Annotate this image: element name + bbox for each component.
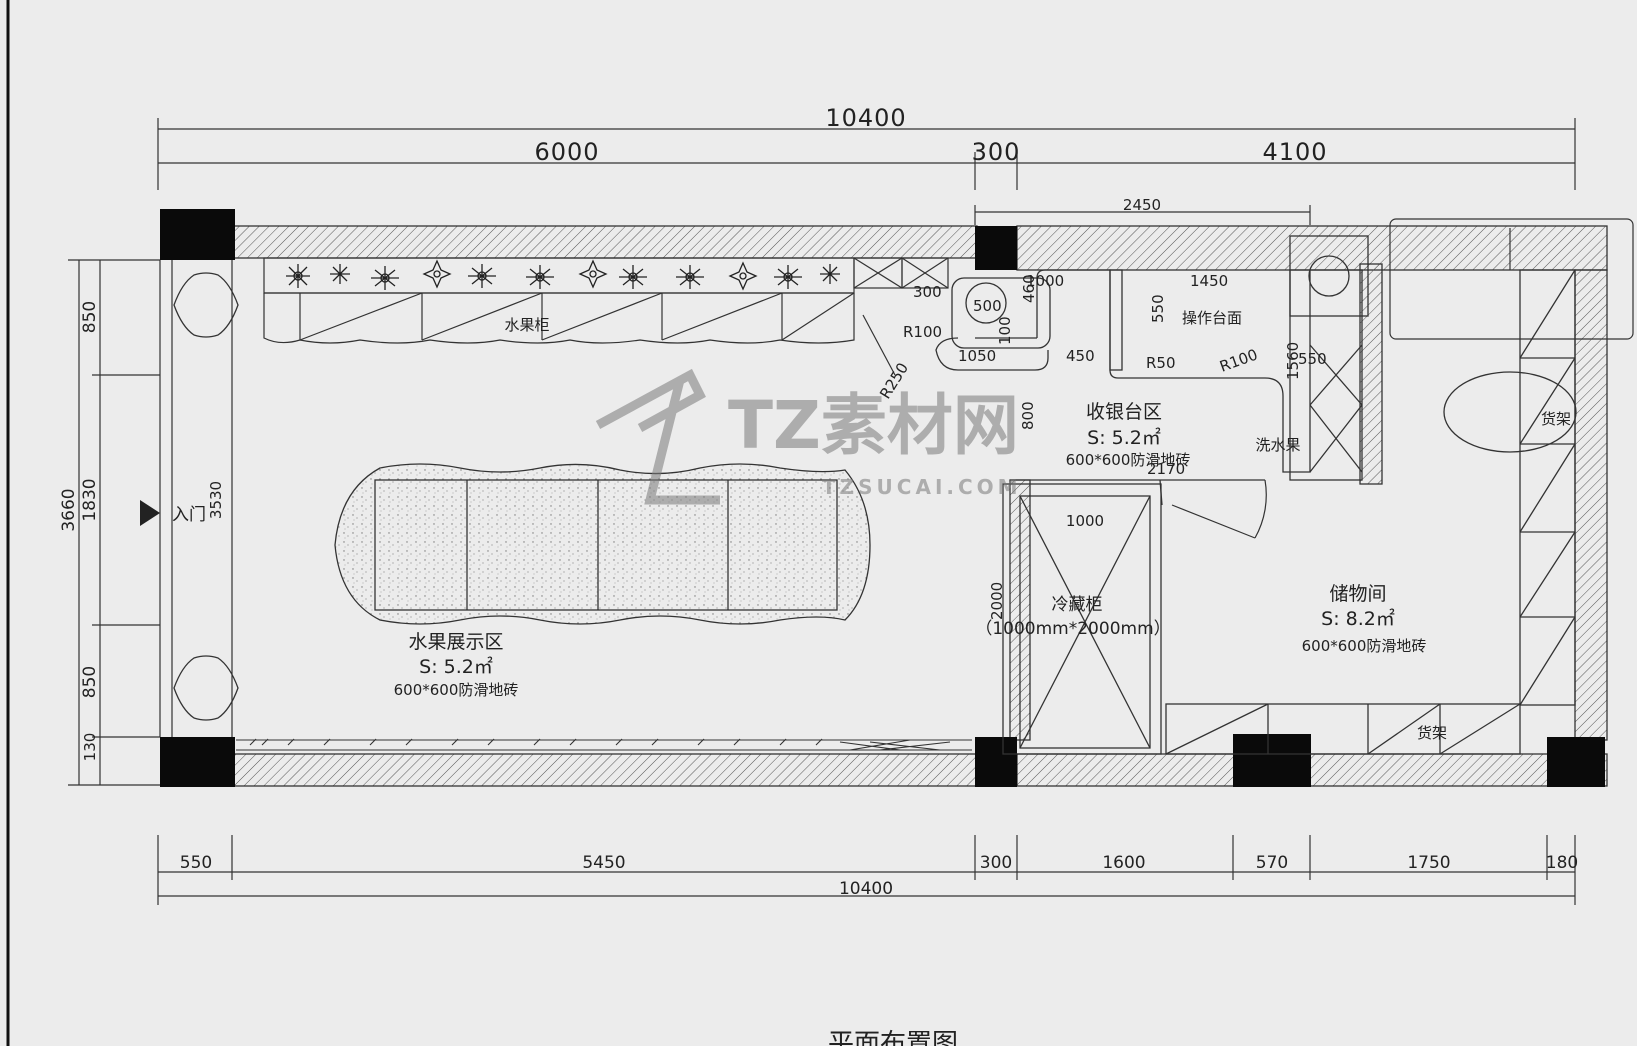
storage-room-name: 储物间 [1329, 583, 1386, 605]
dim-left-850a: 850 [80, 301, 100, 333]
watermark-brand: TZ素材网 [728, 387, 1019, 464]
label-cold-cabinet: 冷藏柜 [1052, 595, 1103, 615]
dim-bottom-300: 300 [980, 853, 1012, 873]
ann-800: 800 [1019, 401, 1037, 430]
ann-100: 100 [996, 316, 1014, 345]
display-room-name: 水果展示区 [408, 631, 503, 653]
entrance-pillar-top [173, 272, 239, 338]
storage-room-area: S: 8.2㎡ [1321, 607, 1395, 630]
ann-r100a: R100 [903, 323, 942, 341]
left-dimensions [68, 259, 160, 786]
ann-500: 500 [973, 297, 1002, 315]
dim-left-130: 130 [81, 733, 99, 762]
fruit-display-island [334, 463, 871, 625]
ann-r100b: R100 [1217, 345, 1260, 375]
label-entrance: 入门 [172, 505, 206, 525]
dim-top-total: 10400 [825, 104, 906, 132]
structural-columns [160, 209, 1605, 787]
dim-bottom-1600: 1600 [1102, 853, 1145, 873]
label-cold-size: （1000mm*2000mm） [975, 619, 1170, 639]
label-shelf-right: 货架 [1541, 410, 1571, 428]
storage-door [1171, 479, 1267, 539]
ann-450: 450 [1066, 347, 1095, 365]
ann-2170: 2170 [1147, 460, 1185, 478]
dim-left-1830: 1830 [80, 478, 100, 521]
cashier-room-floor: 600*600防滑地砖 [1066, 451, 1191, 469]
dim-bottom-5450: 5450 [582, 853, 625, 873]
dim-bottom-550: 550 [180, 853, 212, 873]
ann-300: 300 [913, 283, 942, 301]
cabinet-plants [286, 259, 840, 291]
ann-1050: 1050 [958, 347, 996, 365]
ann-460: 460 [1020, 274, 1038, 303]
storage-room-floor: 600*600防滑地砖 [1302, 637, 1427, 655]
watermark-url: TZSUCAI.COM [822, 475, 1022, 499]
fruit-cabinet [263, 257, 949, 376]
watermark-logo-icon [595, 368, 720, 505]
dim-top-seg1: 6000 [534, 138, 599, 166]
dim-top-seg3: 4100 [1262, 138, 1327, 166]
ann-1560: 1560 [1284, 342, 1302, 380]
bottom-plant-strip [236, 738, 972, 751]
dim-counter-2450: 2450 [1123, 196, 1161, 214]
storage-shelves [1165, 269, 1577, 755]
outline [159, 218, 1634, 737]
ann-550b: 550 [1298, 350, 1327, 368]
label-wash-fruit: 洗水果 [1255, 436, 1300, 454]
entrance-pillar-bottom [173, 655, 239, 721]
top-dimensions [157, 118, 1576, 225]
cashier-room-name: 收银台区 [1086, 401, 1162, 423]
dim-bottom-total: 10400 [839, 879, 893, 899]
label-shelf-bottom: 货架 [1417, 724, 1447, 742]
cashier-room-area: S: 5.2㎡ [1087, 426, 1161, 449]
dim-top-seg2: 300 [972, 138, 1021, 166]
ann-2000: 2000 [988, 582, 1006, 620]
dim-bottom-1750: 1750 [1407, 853, 1450, 873]
display-room-area: S: 5.2㎡ [419, 655, 493, 678]
ann-1450: 1450 [1190, 272, 1228, 290]
display-room-floor: 600*600防滑地砖 [394, 681, 519, 699]
ann-r50: R50 [1146, 354, 1176, 372]
ann-1000a: 1000 [1026, 272, 1064, 290]
dim-left-total: 3660 [59, 488, 79, 531]
cold-cabinet [1002, 483, 1162, 755]
drawing-title: 平面布置图 [828, 1029, 958, 1046]
dim-bottom-570: 570 [1256, 853, 1288, 873]
dim-left-850b: 850 [80, 666, 100, 698]
entrance-arrow-icon [140, 500, 160, 526]
walls [231, 225, 1608, 787]
ann-550a: 550 [1149, 294, 1167, 323]
cashier-counter [935, 235, 1369, 506]
dim-bottom-180: 180 [1546, 853, 1578, 873]
label-fruit-cabinet: 水果柜 [504, 316, 549, 334]
bottom-dimensions [157, 835, 1576, 905]
label-worktop: 操作台面 [1182, 309, 1242, 327]
watermark: TZ素材网 TZSUCAI.COM [595, 368, 1022, 505]
ann-1000b: 1000 [1066, 512, 1104, 530]
dim-door-3530: 3530 [207, 481, 225, 519]
